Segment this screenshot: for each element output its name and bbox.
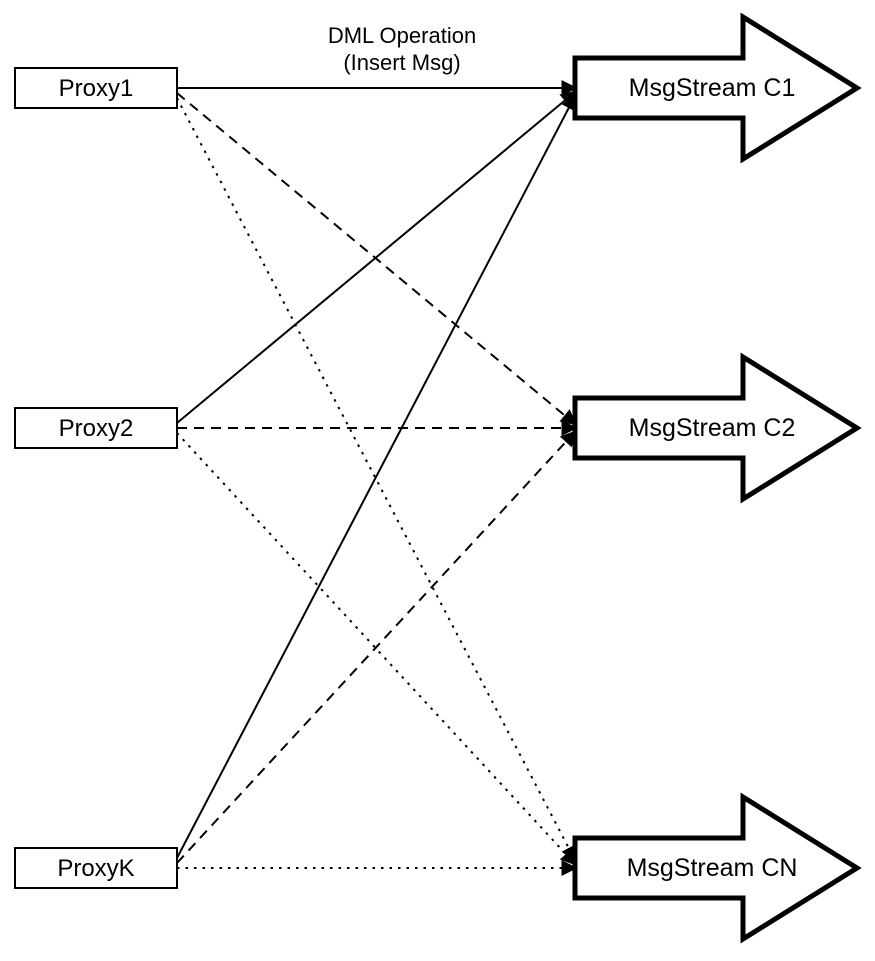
msgstream-c2-arrow-shape xyxy=(572,352,862,504)
msgstream-c2-node: MsgStream C2 xyxy=(572,352,862,504)
proxyk-label: ProxyK xyxy=(57,855,134,882)
proxy2-node: Proxy2 xyxy=(14,407,178,449)
edge-label-line1: DML Operation xyxy=(328,23,476,48)
proxy1-box xyxy=(14,67,178,109)
edge-proxy2-to-c1 xyxy=(176,90,577,424)
proxy2-label: Proxy2 xyxy=(59,415,134,442)
proxy1-label: Proxy1 xyxy=(59,75,134,102)
msgstream-c1-arrow-shape xyxy=(572,12,862,164)
msgstream-c1-node: MsgStream C1 xyxy=(572,12,862,164)
proxy1-node: Proxy1 xyxy=(14,67,178,109)
edge-proxyk-to-c2 xyxy=(176,430,577,864)
msgstream-c1-label: MsgStream C1 xyxy=(629,74,796,102)
edge-label: DML Operation (Insert Msg) xyxy=(328,23,476,75)
edge-proxyk-to-c1 xyxy=(176,93,577,859)
msgstream-c2-label: MsgStream C2 xyxy=(629,414,796,442)
edge-label-line2: (Insert Msg) xyxy=(343,50,460,75)
msgstream-cn-label: MsgStream CN xyxy=(627,854,798,882)
edge-proxy1-to-cn xyxy=(176,97,577,863)
msgstream-cn-arrow-shape xyxy=(572,792,862,944)
msgstream-cn-node: MsgStream CN xyxy=(572,792,862,944)
proxyk-node: ProxyK xyxy=(14,847,178,889)
